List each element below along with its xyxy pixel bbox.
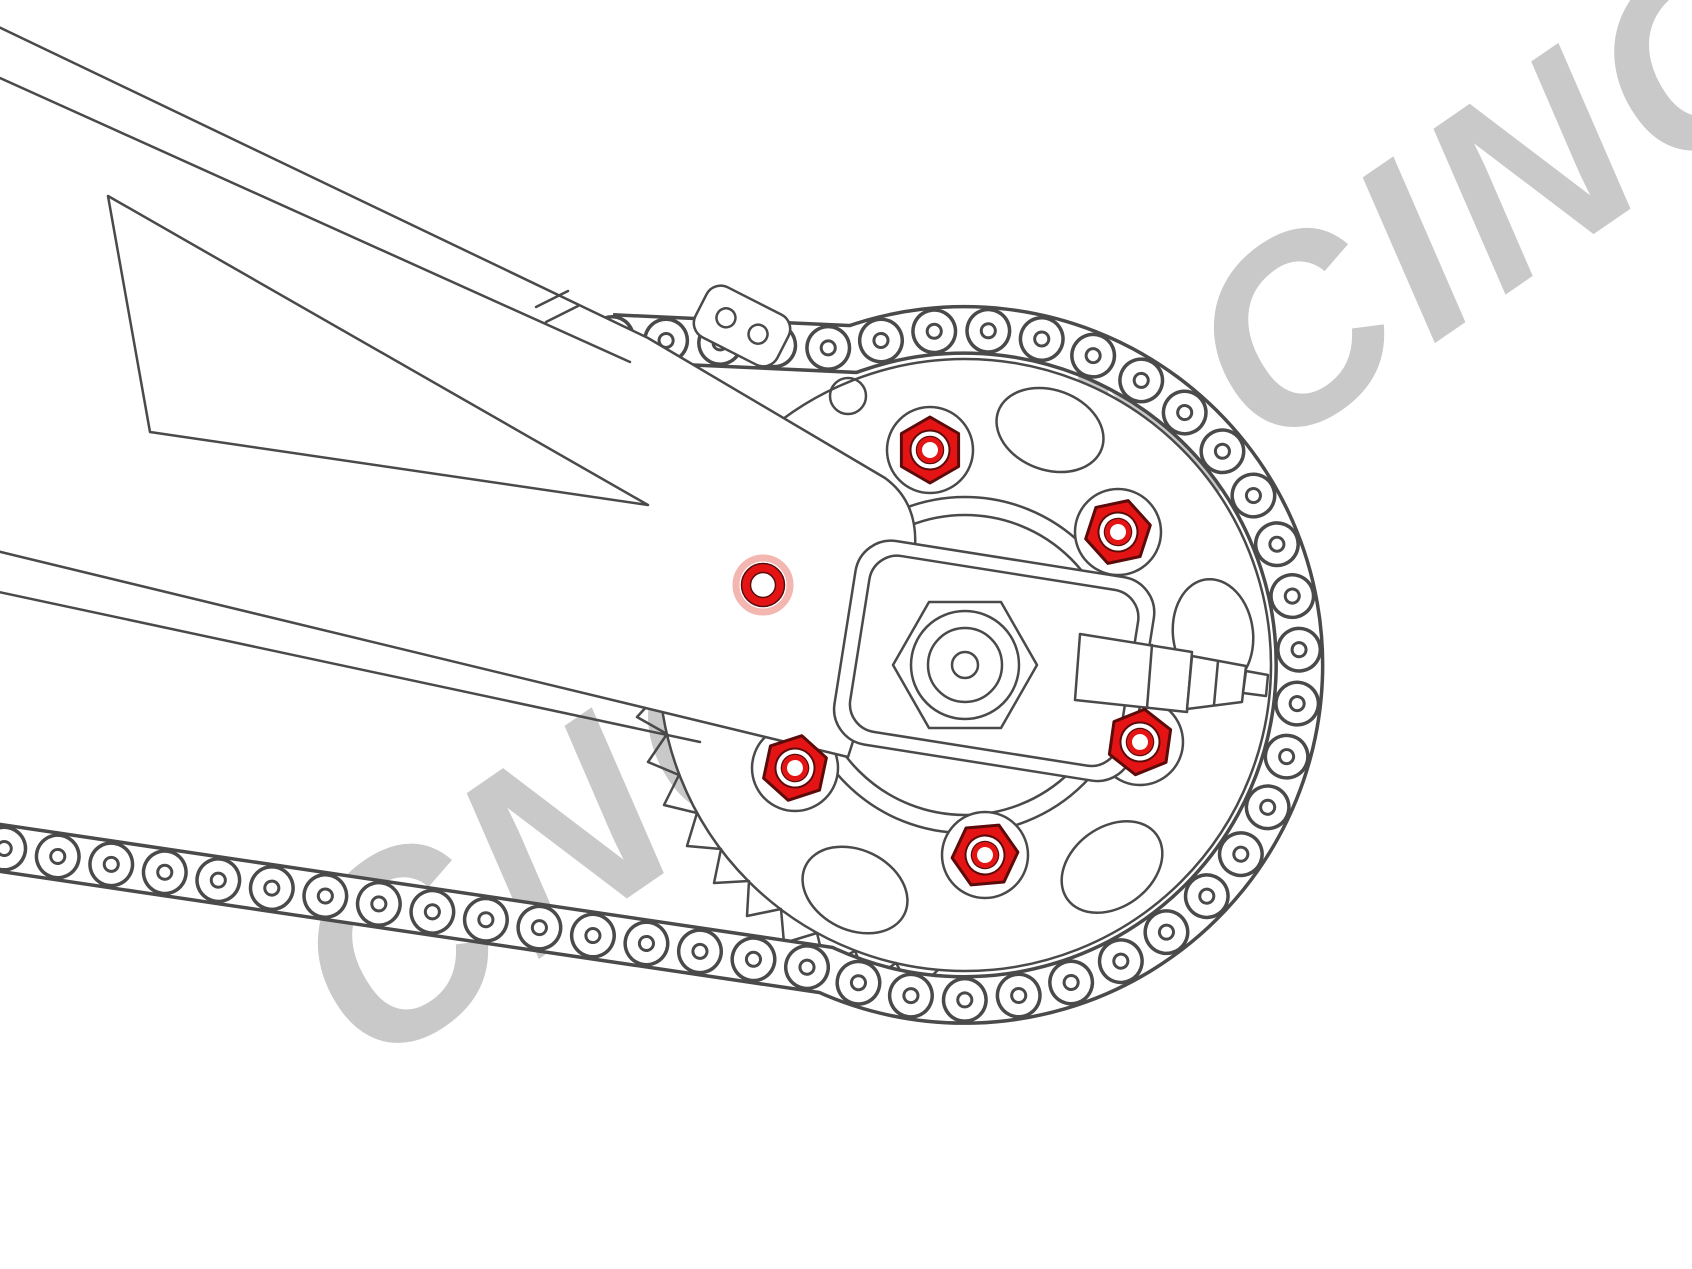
sprocket-hole: [995, 386, 1105, 474]
swingarm-bottom-edge-line: [0, 590, 702, 744]
sprocket-hole: [1060, 820, 1164, 914]
adjuster-arm-line: [1145, 643, 1154, 710]
bracket-hole: [747, 323, 769, 345]
bracket-hole: [715, 307, 737, 329]
swingarm-cutout: [106, 194, 650, 507]
swingarm-body: [0, 26, 917, 759]
adjuster-arm: [1073, 632, 1194, 714]
chain-slider-bracket: [692, 284, 792, 368]
swingarm: [0, 26, 917, 759]
axle-nut-ring-inner: [926, 626, 1004, 704]
axle-nut-ring-outer: [909, 609, 1021, 721]
adjuster-bolt-line: [1212, 659, 1220, 707]
sprocket-hole: [801, 845, 909, 935]
highlighted-washer: [732, 554, 794, 616]
axle-assembly: [832, 539, 1270, 783]
highlighted-sprocket-nut: [901, 417, 958, 483]
sprocket-small-hole: [828, 376, 868, 416]
chain-break-marks: [534, 289, 580, 324]
axle-center: [950, 650, 980, 680]
swingarm-top-edge-line: [0, 76, 632, 364]
adjuster-bolt-tip: [1241, 669, 1270, 698]
